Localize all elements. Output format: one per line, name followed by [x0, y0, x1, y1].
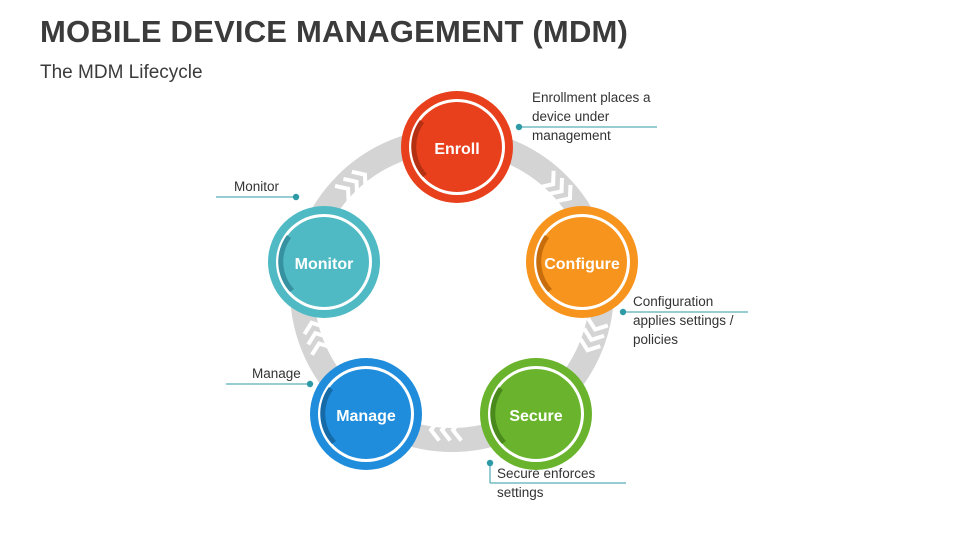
callout-dot-secure — [486, 459, 494, 467]
slide-title: MOBILE DEVICE MANAGEMENT (MDM) — [40, 14, 629, 49]
arrow-manage-monitor — [302, 320, 333, 356]
node-label-configure: Configure — [544, 256, 620, 273]
callout-dot-monitor — [292, 193, 300, 201]
node-label-monitor: Monitor — [294, 256, 354, 273]
arrow-monitor-enroll — [334, 169, 368, 203]
callouts — [216, 123, 748, 484]
arrow-enroll-configure — [539, 170, 573, 204]
node-secure — [480, 358, 592, 470]
callout-dot-configure — [619, 308, 627, 316]
note-monitor: Monitor — [234, 179, 280, 194]
node-manage — [310, 358, 422, 470]
node-enroll — [401, 91, 513, 203]
arrow-secure-manage — [428, 418, 463, 442]
flow-arrows — [302, 169, 609, 442]
note-secure: Secure enforces settings — [497, 466, 596, 500]
node-label-manage: Manage — [336, 408, 396, 425]
callout-dot-enroll — [515, 123, 523, 131]
note-manage: Manage — [252, 366, 301, 381]
node-configure — [526, 206, 638, 318]
arrow-configure-secure — [578, 317, 609, 353]
note-enroll: Enrollment places a device under managem… — [532, 90, 651, 143]
node-monitor — [268, 206, 380, 318]
node-label-secure: Secure — [509, 408, 563, 425]
callout-dot-manage — [306, 380, 314, 388]
note-configure: Configuration applies settings / policie… — [633, 294, 734, 347]
node-label-enroll: Enroll — [434, 141, 480, 158]
slide-subtitle: The MDM Lifecycle — [40, 62, 203, 83]
